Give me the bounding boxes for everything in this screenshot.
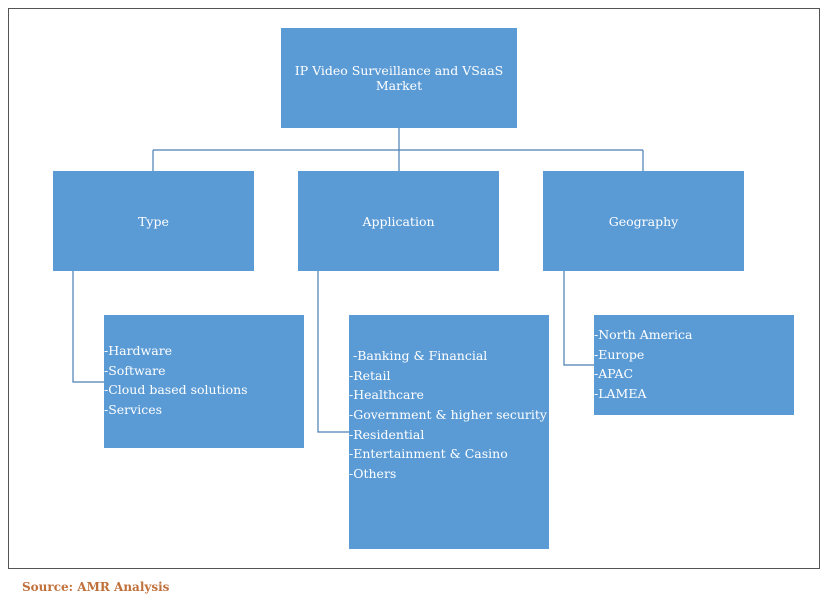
list-item: -LAMEA [594,385,647,401]
category-label-geography: Geography [608,213,679,229]
type-detail-connector [72,271,104,383]
list-item: -Software [104,362,166,378]
category-label-type: Type [138,213,169,229]
root-node: IP Video Surveillance and VSaaS Market [281,28,517,128]
geography-detail-box: -North America -Europe -APAC -LAMEA [594,315,794,415]
list-item: -Others [349,465,397,481]
geography-detail-connector [563,271,594,366]
list-item: -Banking & Financial [353,348,488,363]
type-item-list: -Hardware -Software -Cloud based solutio… [104,343,304,418]
list-item: -Europe [594,346,645,362]
list-item: -APAC [594,366,634,382]
root-title: IP Video Surveillance and VSaaS Market [294,63,504,93]
list-item: -Entertainment & Casino [349,446,508,462]
application-item-list: -Banking & Financial -Retail -Healthcare… [349,348,549,481]
list-item: -Healthcare [349,387,424,403]
category-node-application: Application [298,171,499,271]
list-item: -Residential [349,426,425,442]
list-item: -Government & higher security [349,406,547,422]
list-item: -Services [104,401,163,417]
category-label-application: Application [362,213,435,229]
source-caption: Source: AMR Analysis [22,580,170,594]
category-node-type: Type [53,171,254,271]
list-item: -Cloud based solutions [104,382,248,398]
category-node-geography: Geography [543,171,744,271]
type-detail-box: -Hardware -Software -Cloud based solutio… [104,315,304,448]
list-item: -North America [594,327,693,342]
geography-item-list: -North America -Europe -APAC -LAMEA [594,327,794,402]
application-detail-box: -Banking & Financial -Retail -Healthcare… [349,315,549,549]
application-detail-connector [317,271,349,433]
list-item: -Hardware [104,343,173,358]
list-item: -Retail [349,367,391,383]
